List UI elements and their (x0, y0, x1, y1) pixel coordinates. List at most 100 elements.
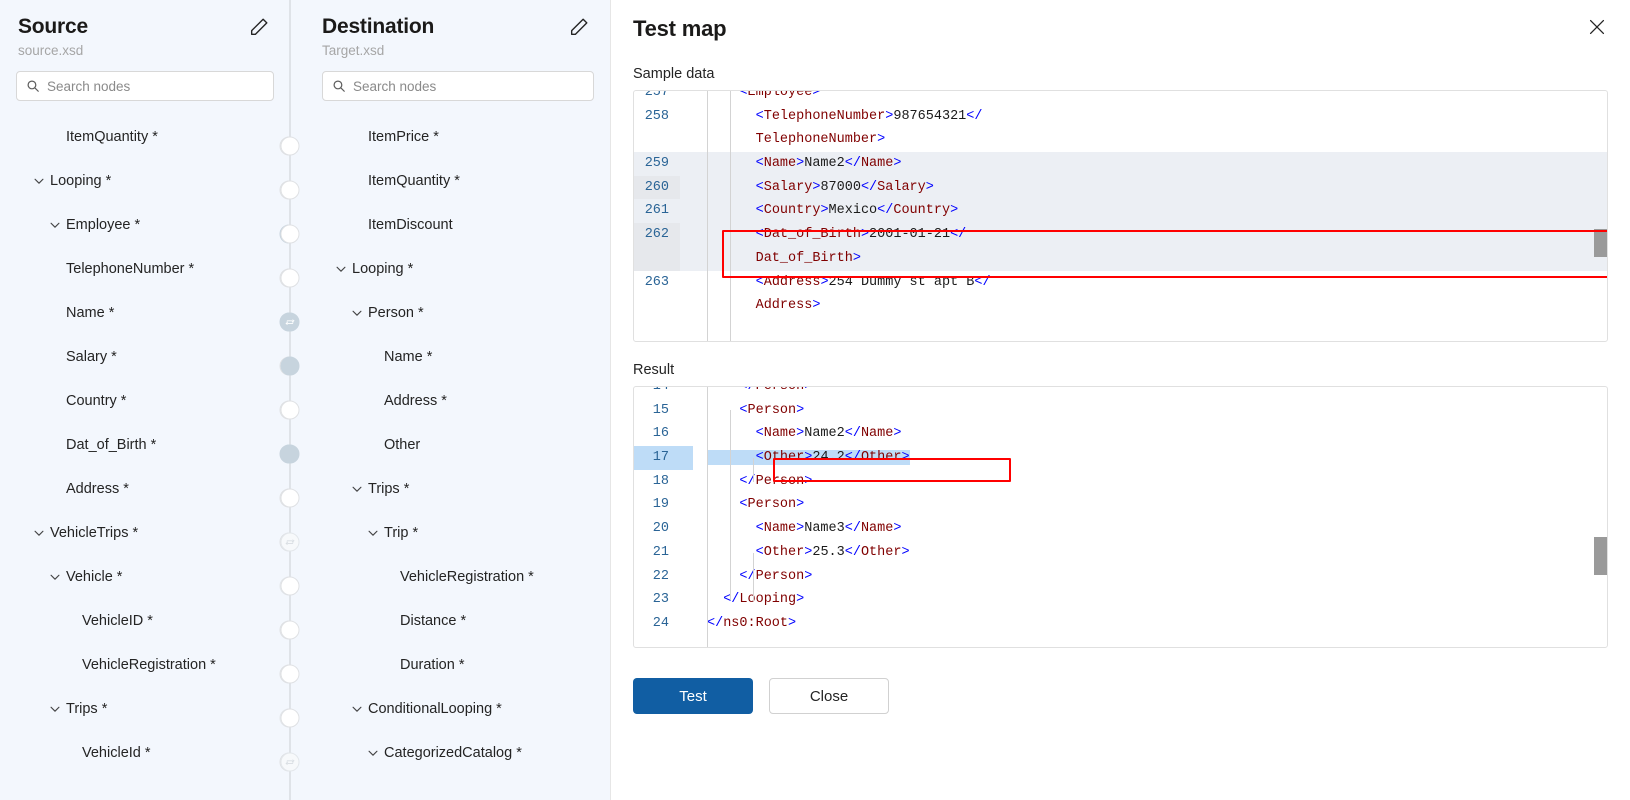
code-text: <Person> (739, 402, 805, 418)
connector-dot-categorizedcatalog[interactable] (280, 752, 300, 772)
tree-node-country[interactable]: Country * (0, 379, 290, 423)
connector-dot-itemprice[interactable] (280, 136, 300, 156)
tree-node-employee[interactable]: Employee * (0, 203, 290, 247)
tree-node-trips[interactable]: Trips * (0, 687, 290, 731)
indent-guide (753, 458, 754, 482)
tree-node-itemprice[interactable]: ItemPrice * (290, 115, 610, 159)
tree-node-looping[interactable]: Looping * (0, 159, 290, 203)
tree-node-itemquantity[interactable]: ItemQuantity * (0, 115, 290, 159)
tree-node-label: Address * (384, 393, 447, 409)
tree-node-salary[interactable]: Salary * (0, 335, 290, 379)
code-line: 21 <Other>25.3</Other> (634, 541, 1607, 565)
tree-node-label: ItemPrice * (368, 129, 439, 145)
line-number: 23 (652, 592, 669, 608)
sample-data-editor[interactable]: 257 <Employee>258 <TelephoneNumber>98765… (633, 90, 1608, 342)
line-number: 16 (652, 426, 669, 442)
tree-node-categorizedcatalog[interactable]: CategorizedCatalog * (290, 731, 610, 775)
code-line: 18 </Person> (634, 470, 1607, 494)
chevron-down-icon (368, 530, 378, 536)
connector-dot-itemdiscount[interactable] (280, 224, 300, 244)
tree-node-vehicleregistration[interactable]: VehicleRegistration * (0, 643, 290, 687)
close-icon[interactable] (1586, 16, 1608, 38)
tree-node-datofbirth[interactable]: Dat_of_Birth * (0, 423, 290, 467)
connector-dot-duration[interactable] (280, 664, 300, 684)
code-text: </Person> (739, 568, 813, 584)
tree-node-label: ConditionalLooping * (368, 701, 502, 717)
chevron-down-icon (352, 706, 362, 712)
tree-node-label: Duration * (400, 657, 465, 673)
tree-node-trip[interactable]: Trip * (290, 511, 610, 555)
connector-dot-trip[interactable] (280, 532, 300, 552)
tree-node-other[interactable]: Other (290, 423, 610, 467)
code-line: 15 <Person> (634, 399, 1607, 423)
tree-node-vehicleid[interactable]: VehicleID * (0, 599, 290, 643)
tree-node-looping[interactable]: Looping * (290, 247, 610, 291)
source-panel: Source source.xsd ItemQuantity *Looping … (0, 0, 299, 800)
tree-node-name[interactable]: Name * (290, 335, 610, 379)
tree-node-conditionallooping[interactable]: ConditionalLooping * (290, 687, 610, 731)
tree-node-label: Trips * (368, 481, 410, 497)
test-map-panel: Test map Sample data 257 <Employee>258 <… (610, 0, 1630, 800)
destination-search-box[interactable] (322, 71, 594, 101)
tree-node-label: Country * (66, 393, 127, 409)
destination-header: Destination Target.xsd (290, 0, 610, 60)
tree-node-itemquantity[interactable]: ItemQuantity * (290, 159, 610, 203)
tree-node-label: CategorizedCatalog * (384, 745, 522, 761)
tree-node-label: ItemDiscount (368, 217, 453, 233)
connector-dot-trips[interactable] (280, 488, 300, 508)
line-number: 18 (652, 473, 669, 489)
chevron-down-icon (336, 266, 346, 272)
pencil-icon[interactable] (568, 16, 590, 38)
destination-search-input[interactable] (353, 78, 584, 94)
line-number: 263 (644, 274, 669, 290)
connector-dot-name[interactable] (280, 356, 300, 376)
test-map-title: Test map (633, 16, 727, 41)
connector-dot-conditionallooping[interactable] (280, 708, 300, 728)
tree-node-address[interactable]: Address * (290, 379, 610, 423)
source-search-input[interactable] (47, 78, 264, 94)
tree-node-vehicleregistration[interactable]: VehicleRegistration * (290, 555, 610, 599)
loop-icon (285, 539, 295, 545)
tree-node-vehicletrips[interactable]: VehicleTrips * (0, 511, 290, 555)
destination-connector-rail (290, 0, 291, 800)
connector-dot-person[interactable] (280, 312, 300, 332)
connector-dot-itemquantity[interactable] (280, 180, 300, 200)
tree-node-label: Trips * (66, 701, 108, 717)
chevron-down-icon (34, 530, 44, 536)
source-title: Source (18, 15, 88, 38)
sample-scrollbar-thumb[interactable] (1594, 229, 1607, 257)
result-editor[interactable]: 14 </Person>15 <Person>16 <Name>Name2</N… (633, 386, 1608, 648)
indent-guide (707, 387, 708, 647)
line-number: 261 (644, 203, 669, 219)
connector-dot-distance[interactable] (280, 620, 300, 640)
tree-node-vehicleid[interactable]: VehicleId * (0, 731, 290, 775)
tree-node-duration[interactable]: Duration * (290, 643, 610, 687)
line-number: 259 (644, 156, 669, 172)
pencil-icon[interactable] (248, 16, 270, 38)
tree-node-telephonenumber[interactable]: TelephoneNumber * (0, 247, 290, 291)
sample-data-label: Sample data (633, 66, 715, 82)
source-search-box[interactable] (16, 71, 274, 101)
tree-node-distance[interactable]: Distance * (290, 599, 610, 643)
tree-node-name[interactable]: Name * (0, 291, 290, 335)
close-button[interactable]: Close (769, 678, 889, 714)
tree-node-address[interactable]: Address * (0, 467, 290, 511)
result-scrollbar-thumb[interactable] (1594, 537, 1607, 575)
code-text: <Salary>87000</Salary> (755, 179, 934, 195)
code-text: </Person> (739, 473, 813, 489)
tree-node-label: Employee * (66, 217, 141, 233)
code-text: </Looping> (723, 592, 805, 608)
tree-node-trips[interactable]: Trips * (290, 467, 610, 511)
tree-node-itemdiscount[interactable]: ItemDiscount (290, 203, 610, 247)
connector-dot-other[interactable] (280, 444, 300, 464)
connector-dot-address[interactable] (280, 400, 300, 420)
loop-icon (285, 319, 295, 325)
connector-dot-vehicleregistration[interactable] (280, 576, 300, 596)
code-text: <Other>24.2</Other> (707, 446, 1607, 470)
test-button[interactable]: Test (633, 678, 753, 714)
tree-node-vehicle[interactable]: Vehicle * (0, 555, 290, 599)
tree-node-person[interactable]: Person * (290, 291, 610, 335)
connector-dot-looping[interactable] (280, 268, 300, 288)
code-text: <Employee> (739, 90, 821, 100)
tree-node-label: Vehicle * (66, 569, 123, 585)
